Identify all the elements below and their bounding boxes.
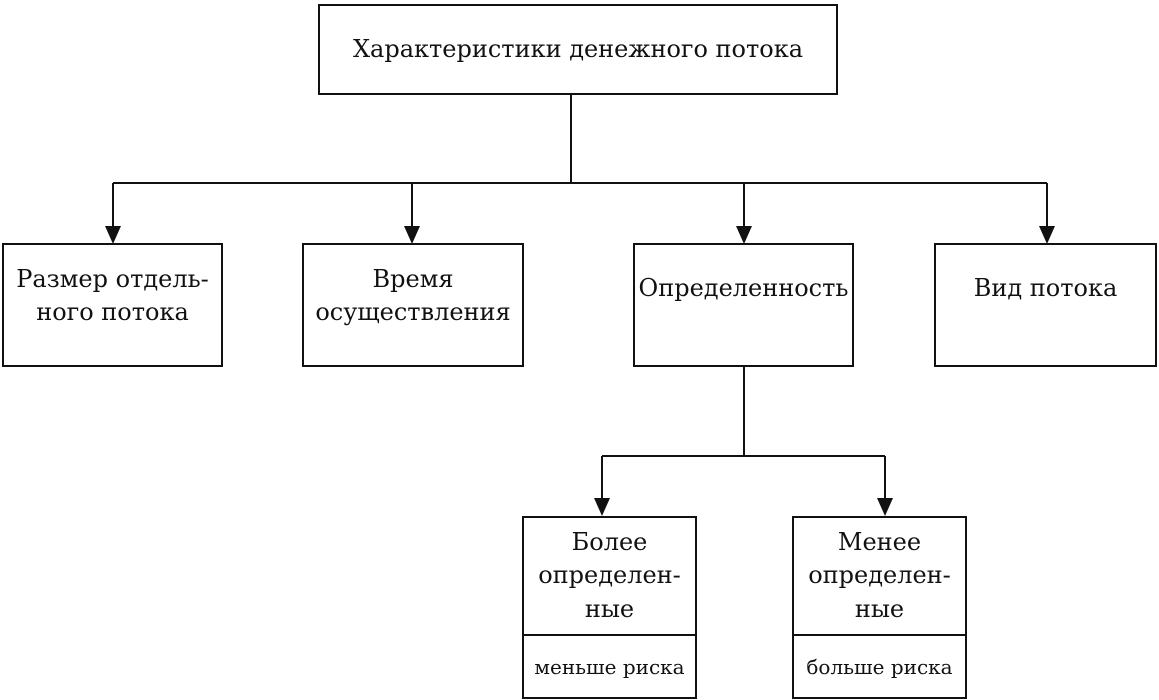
- box-type-label: Вид потока: [973, 274, 1118, 302]
- box-size-label: Размер отдель- ного потока: [16, 265, 209, 327]
- box-type: Вид потока: [934, 243, 1157, 367]
- box-certainty-label: Определенность: [638, 274, 849, 302]
- arrow-type: [1039, 226, 1055, 244]
- arrow-certainty: [736, 226, 752, 244]
- box-less-certain-divider: [794, 634, 965, 636]
- root-label: Характеристики денежного потока: [352, 34, 804, 63]
- root-box: Характеристики денежного потока: [318, 4, 838, 95]
- box-more-certain: Более определен- ные меньше риска: [522, 516, 697, 699]
- box-less-certain-note: больше риска: [806, 654, 953, 679]
- box-less-certain-label: Менее определен- ные: [808, 528, 951, 623]
- box-time: Время осуществления: [302, 243, 524, 367]
- box-more-certain-divider: [524, 634, 695, 636]
- box-size: Размер отдель- ного потока: [2, 243, 223, 367]
- box-less-certain: Менее определен- ные больше риска: [792, 516, 967, 699]
- box-more-certain-note: меньше риска: [534, 654, 685, 679]
- arrow-time: [404, 226, 420, 244]
- box-certainty: Определенность: [633, 243, 854, 367]
- box-more-certain-label: Более определен- ные: [538, 528, 681, 623]
- arrow-more: [594, 498, 610, 516]
- arrow-less: [877, 498, 893, 516]
- arrow-size: [105, 226, 121, 244]
- box-time-label: Время осуществления: [315, 265, 511, 327]
